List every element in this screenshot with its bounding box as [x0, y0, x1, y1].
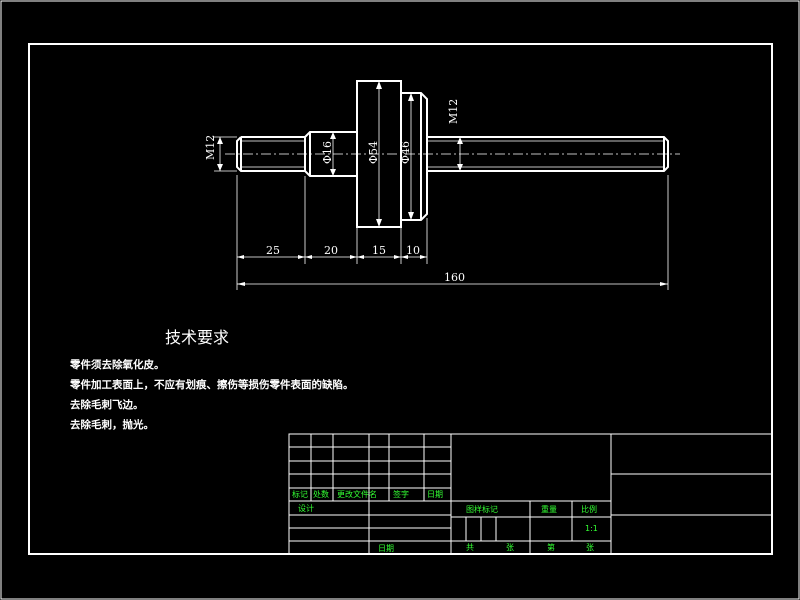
tb-count: 处数: [313, 489, 329, 499]
dim-len-25: 25: [266, 244, 280, 257]
tb-mark: 标记: [292, 489, 308, 499]
tb-total: 共: [466, 543, 474, 552]
dim-dia-54: Φ54: [367, 141, 380, 164]
tb-change-doc: 更改文件名: [337, 489, 377, 499]
note-item: 零件加工表面上，不应有划痕、擦伤等损伤零件表面的缺陷。: [69, 378, 354, 391]
tb-scale: 比例: [581, 504, 597, 514]
tb-weight: 重量: [541, 504, 557, 514]
note-item: 零件须去除氧化皮。: [69, 358, 165, 371]
tb-page: 第: [547, 542, 555, 552]
notes-title: 技术要求: [165, 328, 229, 347]
dim-thread-left: M12: [204, 135, 217, 160]
note-item: 去除毛刺，抛光。: [70, 418, 154, 431]
dim-total-length: 160: [444, 271, 465, 284]
dim-thread-right: M12: [447, 99, 460, 124]
tb-date: 日期: [427, 490, 443, 499]
dim-len-10: 10: [406, 244, 420, 257]
length-dimensions: [236, 175, 669, 290]
tb-design: 设计: [298, 503, 314, 513]
dim-dia-46: Φ46: [399, 141, 412, 164]
tb-stage-mark: 图样标记: [466, 504, 498, 514]
tb-signature: 签字: [393, 489, 409, 499]
title-block: [288, 433, 773, 555]
diameter-dimensions: [214, 81, 463, 227]
tb-scale-value: 1:1: [585, 524, 598, 533]
tb-sheet: 张: [586, 543, 594, 552]
note-item: 去除毛刺飞边。: [70, 398, 144, 411]
tb-date2: 日期: [378, 544, 394, 553]
dim-len-20: 20: [324, 244, 338, 257]
dim-dia-16: Φ16: [321, 141, 334, 164]
dim-len-15: 15: [372, 244, 386, 257]
tb-sheets: 张: [506, 543, 514, 552]
